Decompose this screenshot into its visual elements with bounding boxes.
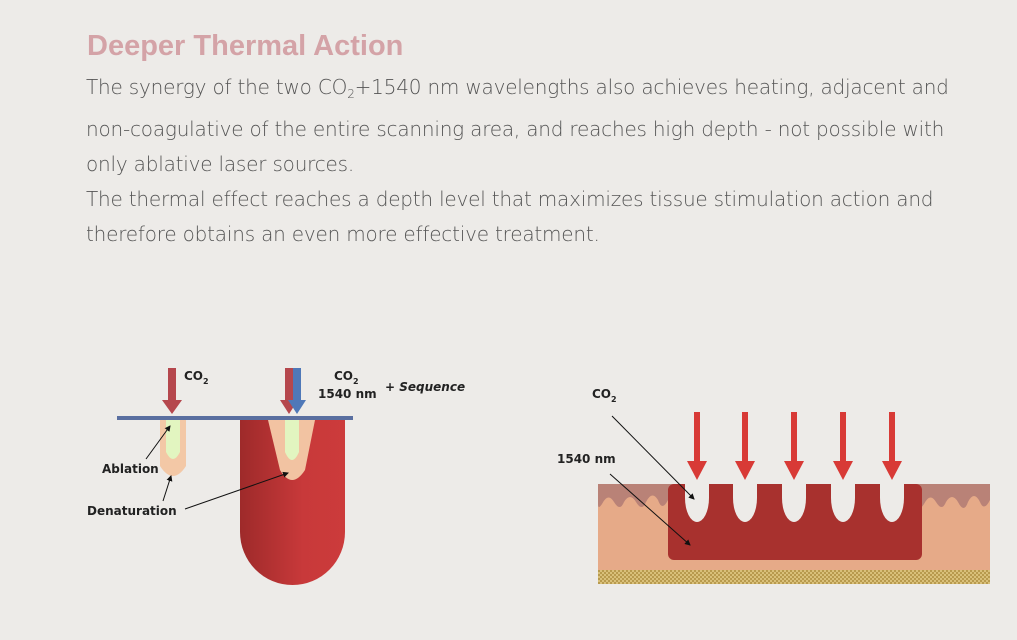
laser-arrow xyxy=(735,412,755,480)
co2-label-right: CO2 xyxy=(592,387,617,404)
sequence-label: + Sequence xyxy=(385,380,465,394)
skin-surface-line xyxy=(117,416,353,420)
deep-thermal-zone xyxy=(240,420,345,585)
subcutaneous-layer xyxy=(598,570,990,584)
ablation-channel xyxy=(782,484,806,522)
laser-arrow xyxy=(833,412,853,480)
denaturation-label: Denaturation xyxy=(87,504,177,518)
right-diagram: CO2 1540 nm xyxy=(557,387,990,584)
laser-arrow xyxy=(784,412,804,480)
p1-text-rest: +1540 nm wavelengths also achieves heati… xyxy=(86,75,949,176)
thermal-zone xyxy=(668,484,922,560)
paragraph-2: The thermal effect reaches a depth level… xyxy=(86,187,934,246)
laser-arrow xyxy=(882,412,902,480)
ablation-channel xyxy=(831,484,855,522)
pointer-co2 xyxy=(611,415,695,500)
ablation-channel xyxy=(733,484,757,522)
ablation-channel xyxy=(880,484,904,522)
pointer-denaturation-small xyxy=(162,475,173,502)
page-title: Deeper Thermal Action xyxy=(87,30,404,62)
co2-arrow xyxy=(162,368,182,414)
pointer-1540nm xyxy=(609,473,691,546)
ablation-zone-large xyxy=(285,420,299,460)
left-diagram: CO2 CO2 1540 nm + Sequence Ablation Dena… xyxy=(87,368,465,585)
ablation-zone-small xyxy=(166,420,180,459)
ablation-label: Ablation xyxy=(102,462,159,476)
paragraph-1: The synergy of the two CO2+1540 nm wavel… xyxy=(86,70,986,182)
co2-combo-label: CO2 xyxy=(334,369,359,386)
p1-text: The synergy of the two CO xyxy=(86,75,348,99)
1540nm-arrow xyxy=(288,368,306,414)
pointer-ablation xyxy=(145,425,171,460)
description: The synergy of the two CO2+1540 nm wavel… xyxy=(86,70,986,252)
1540nm-label: 1540 nm xyxy=(318,387,377,401)
p1-sub: 2 xyxy=(347,87,355,101)
1540nm-label-right: 1540 nm xyxy=(557,452,616,466)
laser-arrow xyxy=(687,412,707,480)
co2-label: CO2 xyxy=(184,369,209,386)
pointer-denaturation-large xyxy=(184,471,289,510)
